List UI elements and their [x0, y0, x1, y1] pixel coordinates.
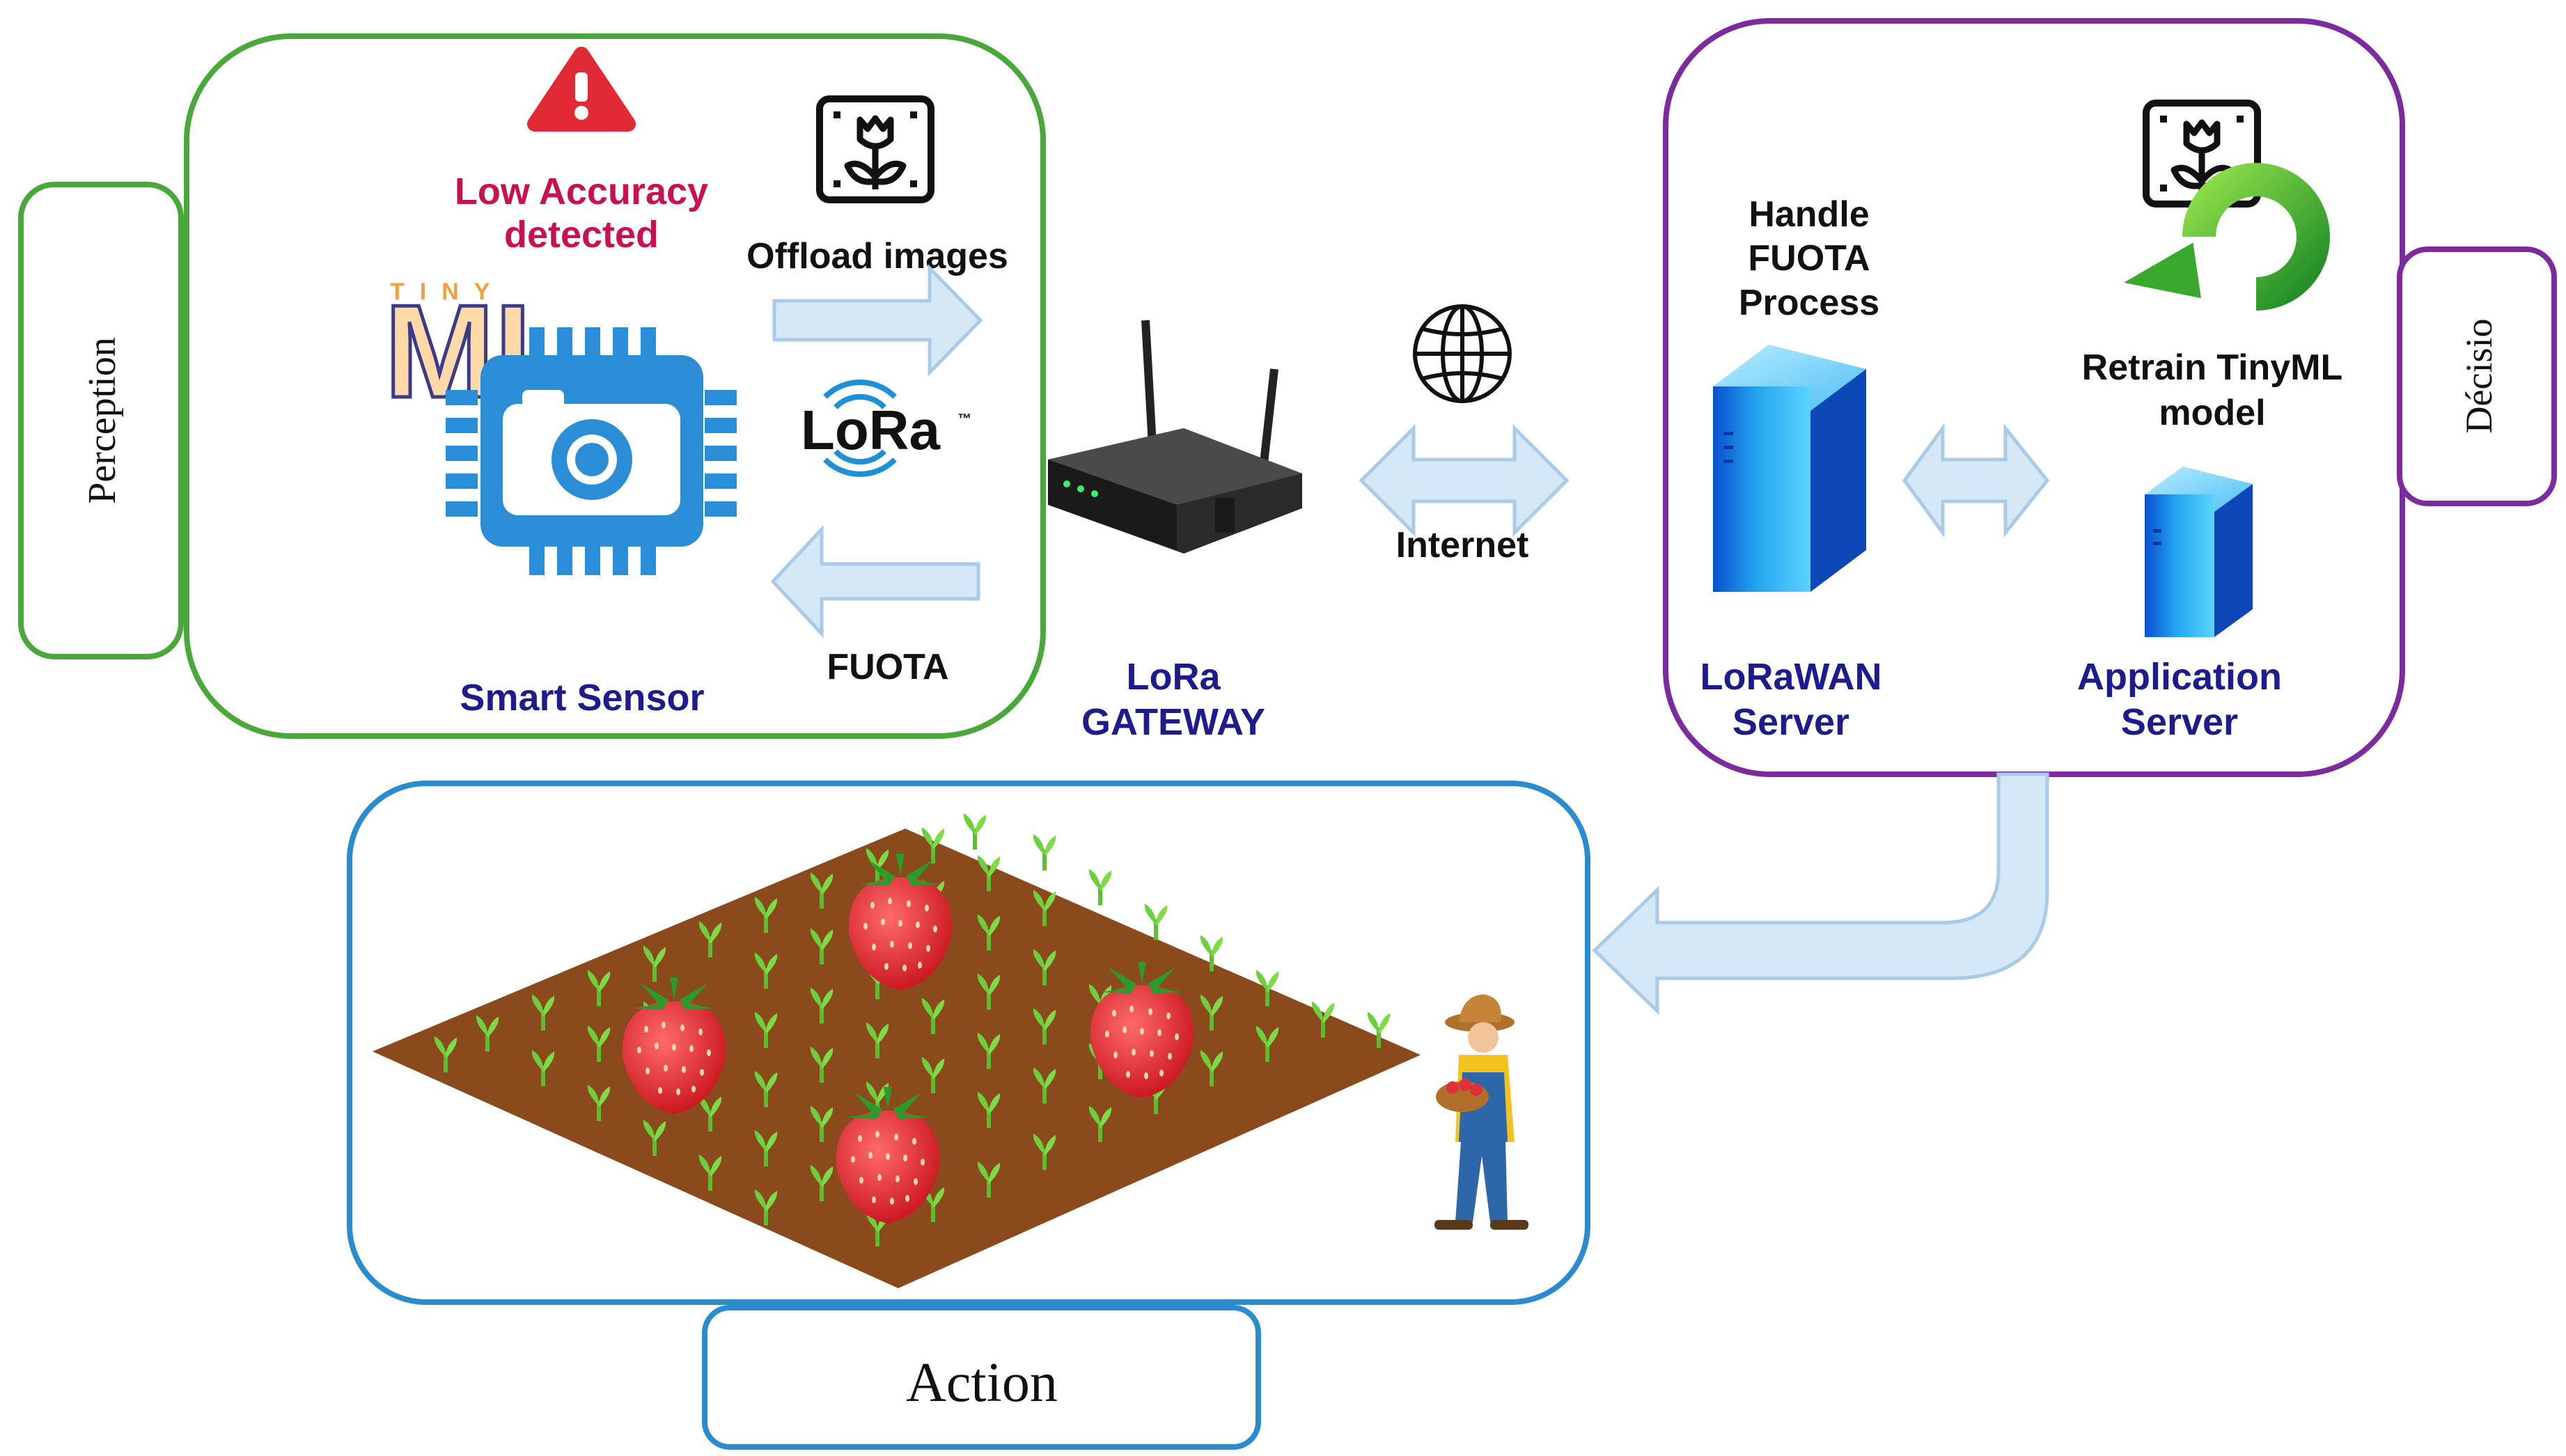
- decision-label: Décisio: [2458, 319, 2500, 434]
- fuota-arrow: [770, 524, 980, 639]
- handle-fuota-line1: Handle: [1749, 194, 1869, 235]
- lora-logo-tm: ™: [957, 412, 971, 427]
- lora-logo-text: LoRa: [801, 399, 941, 461]
- farmer-icon: [1434, 994, 1528, 1230]
- server-icon: [2145, 467, 2253, 637]
- handle-fuota-line3: Process: [1739, 283, 1879, 323]
- camera-chip-icon: [446, 327, 737, 575]
- decision-to-action-arrow: [1592, 772, 2049, 1015]
- warning-icon: [527, 47, 636, 132]
- internet-label: Internet: [1396, 525, 1529, 565]
- detected-label: detected: [504, 214, 659, 256]
- action-panel: Action: [347, 781, 1590, 1450]
- plant-frame-icon: [820, 99, 931, 200]
- perception-panel: Perception: [18, 33, 1046, 739]
- retrain-line1: Retrain TinyML: [2082, 347, 2343, 388]
- handle-fuota-line2: FUOTA: [1748, 238, 1870, 279]
- action-label: Action: [906, 1352, 1058, 1414]
- globe-icon: [1413, 304, 1512, 403]
- lora-gateway-label-line1: LoRa: [1127, 656, 1221, 698]
- lorawan-server-line2: Server: [1732, 701, 1849, 743]
- server-icon: [1713, 345, 1866, 592]
- application-server-line2: Server: [2121, 701, 2238, 743]
- strawberry-field: [373, 813, 1421, 1288]
- application-server-line1: Application: [2077, 656, 2282, 698]
- server-link-arrow: [1902, 423, 2050, 538]
- router-icon: [1048, 320, 1302, 554]
- tiny-text: TINY: [390, 279, 505, 305]
- smart-sensor-label: Smart Sensor: [460, 677, 704, 719]
- refresh-icon: [2123, 163, 2330, 311]
- internet-arrow: [1359, 423, 1570, 538]
- lorawan-server-line1: LoRaWAN: [1700, 656, 1882, 698]
- low-accuracy-label: Low Accuracy: [455, 171, 708, 212]
- retrain-line2: model: [2159, 393, 2265, 433]
- offload-images-label: Offload images: [746, 236, 1008, 276]
- perception-label: Perception: [81, 337, 124, 503]
- lora-logo-icon: LoRa ™: [801, 379, 971, 478]
- offload-arrow: [772, 263, 983, 377]
- lora-gateway-label-line2: GATEWAY: [1081, 701, 1265, 743]
- fuota-label: FUOTA: [827, 647, 948, 687]
